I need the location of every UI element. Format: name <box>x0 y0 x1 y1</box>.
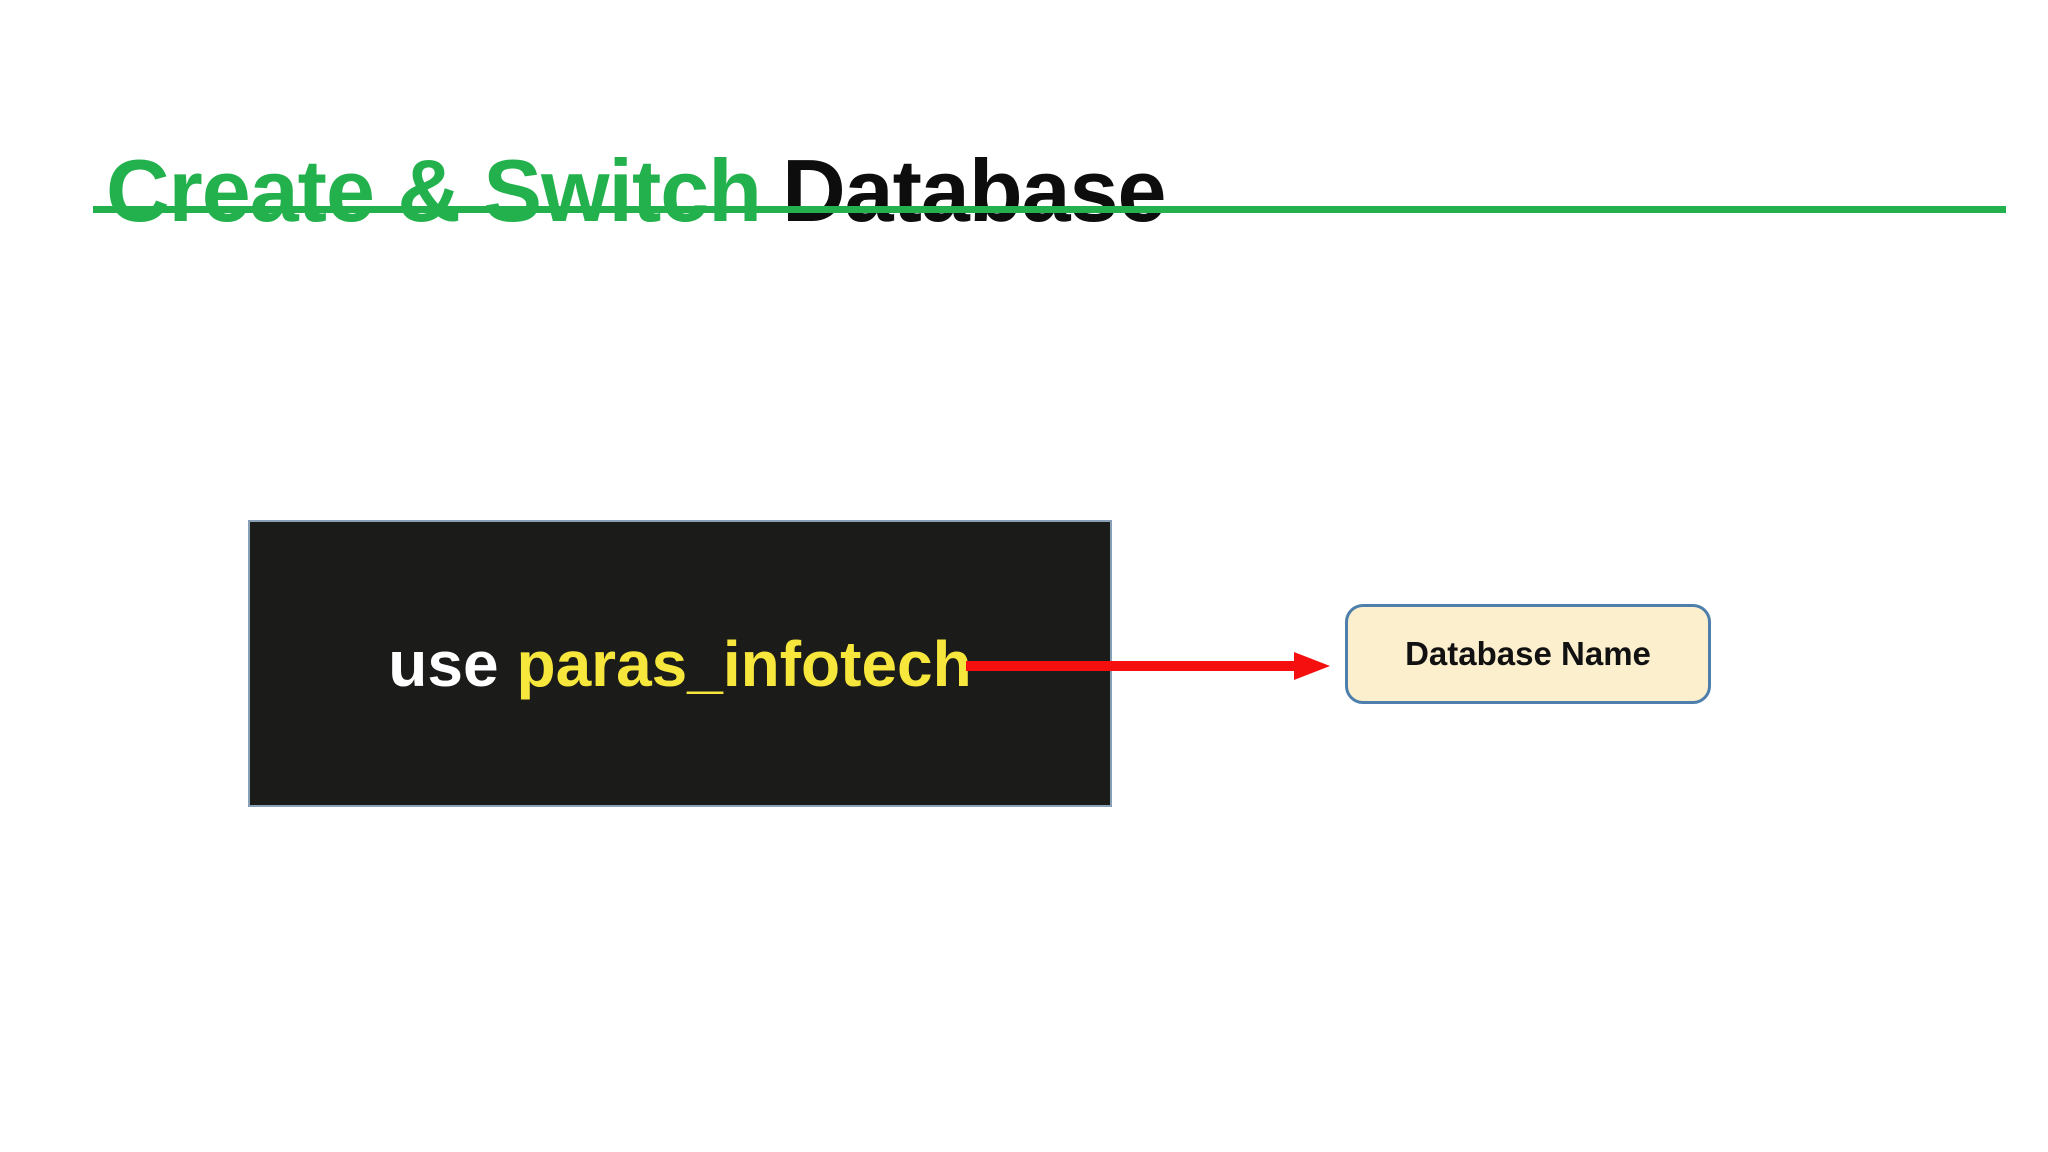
page-title-rest: Database <box>782 140 1166 240</box>
red-arrow-graphic <box>966 652 1330 680</box>
database-name-label: Database Name <box>1345 604 1711 704</box>
red-arrow <box>960 644 1332 688</box>
page-title-highlight: Create & Switch <box>106 140 762 240</box>
sql-database-argument: paras_infotech <box>516 627 972 700</box>
sql-keyword: use <box>388 627 499 700</box>
title-underline <box>93 206 2006 213</box>
